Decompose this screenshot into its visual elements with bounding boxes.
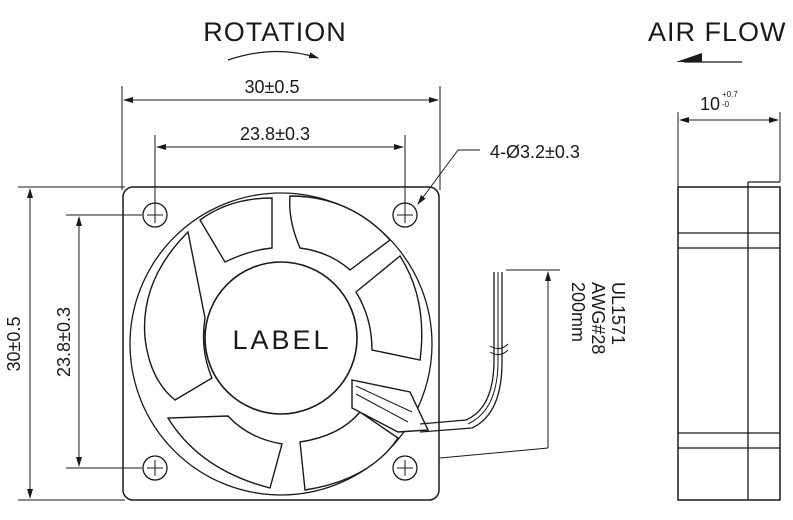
fan-blade: [166, 415, 283, 489]
wire-spec-line3: 200mm: [568, 282, 588, 342]
fan-blades: [143, 195, 423, 491]
fan-blade: [199, 197, 273, 263]
fan-blade: [289, 195, 392, 271]
dim-depth-tol-minus: -0: [722, 100, 730, 109]
lead-wire: [419, 272, 509, 433]
dim-hole-spacing-v: 23.8±0.3: [54, 214, 142, 469]
fan-blade: [355, 254, 423, 361]
dim-depth-text: 10: [700, 94, 720, 114]
dim-depth: 10 +0.7 -0: [677, 90, 781, 187]
dim-outer-width: 30±0.5: [121, 77, 441, 190]
mounting-hole-icon: [142, 455, 168, 481]
rotation-title: ROTATION: [203, 17, 347, 47]
wire-spec-line2: AWG#28: [588, 282, 608, 354]
wire-spec: UL1571 AWG#28 200mm: [568, 282, 628, 354]
airflow-arrow-icon: [676, 53, 742, 63]
dim-wire-length: [439, 269, 560, 459]
fan-side-view: [677, 181, 781, 501]
mounting-holes: [142, 202, 418, 481]
airflow-title: AIR FLOW: [648, 17, 787, 47]
dim-hole-spacing-v-text: 23.8±0.3: [54, 307, 74, 377]
dim-outer-height: 30±0.5: [4, 186, 125, 501]
hub: LABEL: [204, 261, 358, 415]
dim-outer-height-text: 30±0.5: [4, 317, 24, 372]
fan-blade: [143, 230, 213, 401]
dim-hole-spacing-h-text: 23.8±0.3: [240, 124, 310, 144]
fan-frame: [122, 186, 440, 501]
mounting-hole-icon: [392, 455, 418, 481]
dim-holes-callout: 4-Ø3.2±0.3: [417, 142, 580, 205]
dim-hole-spacing-h: 23.8±0.3: [154, 124, 406, 215]
fan-blade: [299, 411, 399, 491]
dim-holes-text: 4-Ø3.2±0.3: [490, 142, 580, 162]
mounting-hole-icon: [392, 202, 418, 228]
dim-outer-width-text: 30±0.5: [245, 77, 300, 97]
wire-channel: [351, 379, 430, 433]
dim-depth-tol-plus: +0.7: [722, 90, 738, 99]
mounting-hole-icon: [142, 202, 168, 228]
rotation-arrow-icon: [227, 50, 319, 61]
hub-label: LABEL: [232, 325, 331, 355]
wire-spec-line1: UL1571: [608, 282, 628, 345]
